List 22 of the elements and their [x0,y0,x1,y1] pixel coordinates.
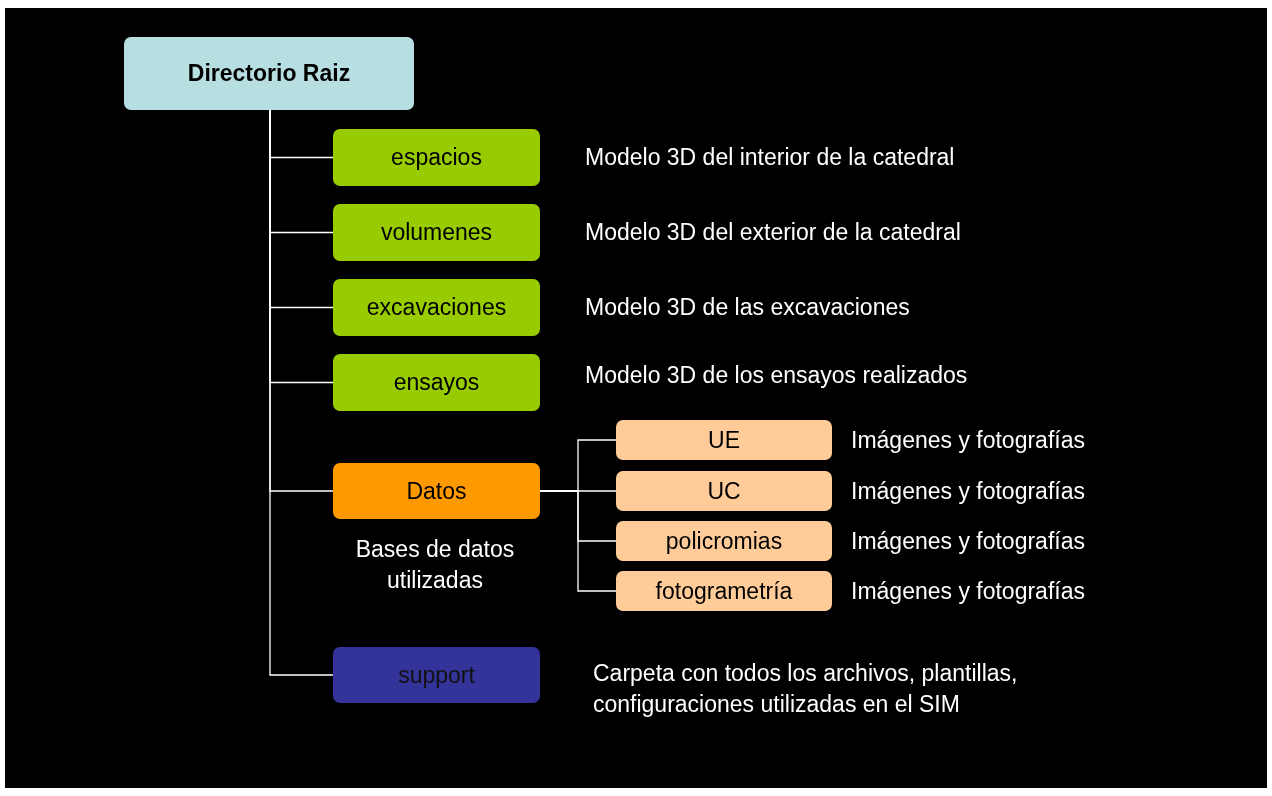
subfolder-box: UE [616,420,832,460]
description-text: Imágenes y fotografías [851,477,1085,506]
folder-box: excavaciones [333,279,540,336]
subfolder-box: policromias [616,521,832,561]
folder-box: Directorio Raiz [124,37,414,110]
folder-box: ensayos [333,354,540,411]
connector-line [539,490,617,592]
description-text: Modelo 3D del exterior de la catedral [585,218,961,247]
folder-box: support [333,647,540,703]
folder-box: Datos [333,463,540,519]
description-text: Imágenes y fotografías [851,577,1085,606]
subfolder-box: UC [616,471,832,511]
description-text: Modelo 3D de los ensayos realizados [585,361,968,390]
description-text: Modelo 3D del interior de la catedral [585,143,955,172]
subfolder-box: fotogrametría [616,571,832,611]
description-text: Bases de datos utilizadas [354,535,516,596]
description-text: Imágenes y fotografías [851,426,1085,455]
description-text: Imágenes y fotografías [851,527,1085,556]
description-text: Modelo 3D de las excavaciones [585,293,910,322]
description-text: Carpeta con todos los archivos, plantillas, configuraciones utilizadas en el SIM [593,659,1019,720]
folder-box: espacios [333,129,540,186]
folder-box: volumenes [333,204,540,261]
